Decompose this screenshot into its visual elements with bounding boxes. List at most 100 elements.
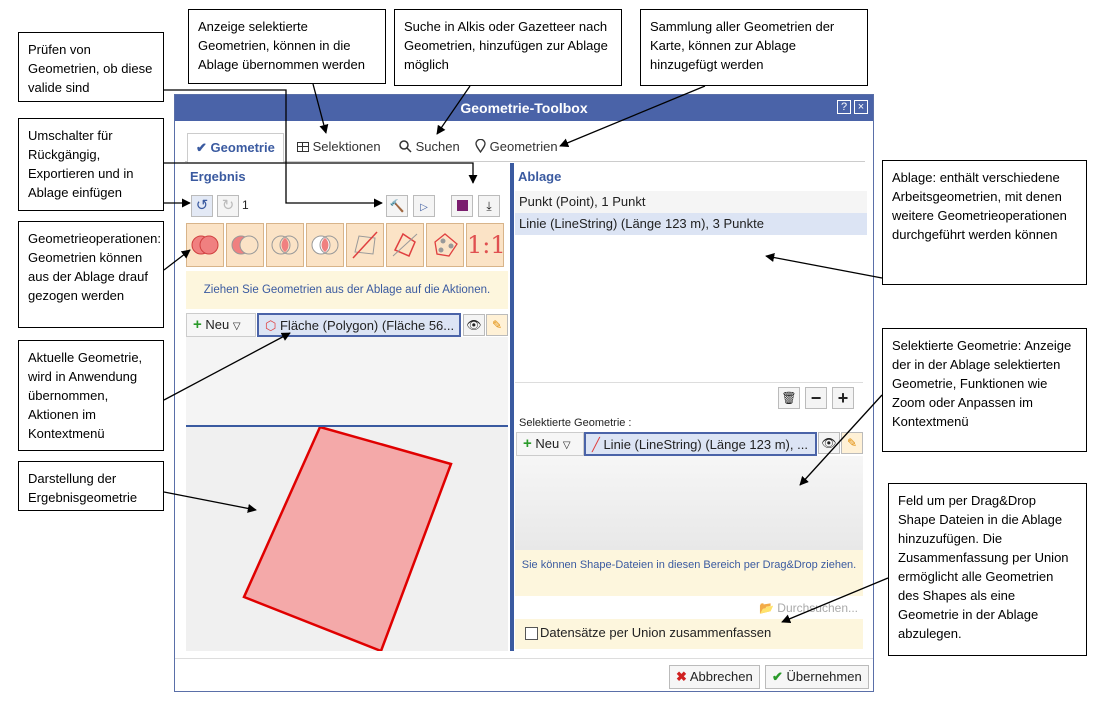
- check-icon: ✔: [196, 140, 207, 155]
- close-icon[interactable]: ×: [854, 100, 868, 114]
- shape-drop-zone[interactable]: Sie können Shape-Dateien in diesen Berei…: [515, 550, 863, 596]
- folder-icon: 📂: [759, 601, 774, 615]
- op-split-button[interactable]: [346, 223, 384, 267]
- annotation-darstellung: Darstellung der Ergebnisgeometrie: [18, 461, 164, 511]
- annotation-ablage: Ablage: enthält verschiedene Arbeitsgeom…: [882, 160, 1087, 285]
- hull-icon: [434, 233, 458, 257]
- remove-button[interactable]: −: [805, 387, 827, 409]
- ablage-item-selected[interactable]: Linie (LineString) (Länge 123 m), 3 Punk…: [515, 213, 867, 235]
- annotation-pruefen: Prüfen von Geometrien, ob diese valide s…: [18, 32, 164, 102]
- floppy-icon: [456, 200, 468, 211]
- selected-geometry-label: Selektierte Geometrie :: [519, 417, 632, 429]
- arrow-aktuelle: [163, 332, 291, 401]
- eye-icon: 👁: [821, 436, 837, 450]
- validate-button[interactable]: 🔨: [386, 195, 408, 217]
- selected-geometry-area: [515, 456, 863, 550]
- plus-icon: +: [523, 435, 532, 452]
- result-polygon-svg: [242, 427, 453, 651]
- union-checkbox[interactable]: [525, 627, 538, 640]
- map-marker-icon: [475, 138, 486, 154]
- cancel-button[interactable]: ✖ Abbrechen: [669, 665, 760, 689]
- map-divider: [186, 425, 508, 427]
- download-icon: ⤓: [486, 199, 492, 213]
- add-button[interactable]: +: [832, 387, 854, 409]
- table-icon: [297, 142, 309, 152]
- arrow-pruefen: [164, 89, 383, 208]
- hammer-icon: 🔨: [389, 199, 405, 213]
- union-label: Datensätze per Union zusammenfassen: [540, 625, 772, 640]
- arrow-ablage: [765, 253, 883, 279]
- tab-selektionen[interactable]: Selektionen: [297, 135, 381, 159]
- arrow-umschalter: [164, 162, 478, 184]
- search-icon: [399, 140, 412, 153]
- op-intersection-button[interactable]: [266, 223, 304, 267]
- undo-button[interactable]: ↺: [191, 195, 213, 217]
- tab-geometrien[interactable]: Geometrien: [475, 135, 558, 159]
- geometrie-toolbox-dialog: Geometrie-Toolbox ? × ✔ Geometrie Selekt…: [174, 94, 874, 692]
- current-geometry[interactable]: ⬡ Fläche (Polygon) (Fläche 56...: [257, 313, 461, 337]
- op-hull-button[interactable]: [426, 223, 464, 267]
- dialog-titlebar[interactable]: Geometrie-Toolbox: [175, 95, 873, 121]
- symmetric-difference-icon: [311, 235, 339, 255]
- dialog-title: Geometrie-Toolbox: [460, 100, 588, 116]
- apply-button[interactable]: ✔ Übernehmen: [765, 665, 869, 689]
- annotation-feld: Feld um per Drag&Drop Shape Dateien in d…: [888, 483, 1087, 656]
- annotation-geomop: Geometrieoperationen: Geometrien können …: [18, 221, 164, 328]
- difference-icon: [231, 235, 259, 255]
- export-button[interactable]: ⤓: [478, 195, 500, 217]
- footer-divider: [175, 658, 873, 659]
- new-button[interactable]: + Neu ▽: [186, 313, 256, 337]
- delete-button[interactable]: 🗑: [778, 387, 800, 409]
- visibility-button[interactable]: 👁: [463, 314, 485, 336]
- current-geometry-area: [186, 337, 508, 425]
- play-button[interactable]: ▷: [413, 195, 435, 217]
- op-union-button[interactable]: [186, 223, 224, 267]
- arrow-darstellung: [163, 491, 257, 513]
- annotation-aktuelle: Aktuelle Geometrie, wird in Anwendung üb…: [18, 340, 164, 451]
- op-copy-button[interactable]: 1:1: [466, 223, 506, 267]
- line-icon: ╱: [592, 437, 600, 452]
- arrow-anzeige: [312, 83, 329, 134]
- help-icon[interactable]: ?: [837, 100, 851, 114]
- annotation-sammlung: Sammlung aller Geometrien der Karte, kön…: [640, 9, 868, 86]
- save-button[interactable]: [451, 195, 473, 217]
- browse-button[interactable]: 📂 Durchsuchen...: [759, 601, 859, 615]
- new-button-right[interactable]: + Neu ▽: [516, 432, 584, 456]
- caret-down-icon: ▽: [562, 440, 571, 451]
- edit-button[interactable]: ✎: [486, 314, 508, 336]
- undo-count: 1: [242, 198, 249, 212]
- op-symdiff-button[interactable]: [306, 223, 344, 267]
- buffer-icon: [392, 232, 418, 257]
- arrow-sammlung: [559, 85, 706, 148]
- intersection-icon: [271, 235, 299, 255]
- drop-hint: Ziehen Sie Geometrien aus der Ablage auf…: [186, 271, 508, 309]
- plus-icon: +: [837, 388, 849, 408]
- annotation-umschalter: Umschalter für Rückgängig, Exportieren u…: [18, 118, 164, 211]
- redo-button[interactable]: ↻: [217, 195, 239, 217]
- tab-suchen[interactable]: Suchen: [399, 135, 460, 159]
- x-icon: ✖: [676, 669, 687, 684]
- check-icon: ✔: [772, 669, 783, 684]
- pencil-icon: ✎: [491, 318, 503, 332]
- union-row: Datensätze per Union zusammenfassen: [515, 619, 863, 649]
- play-icon: ▷: [420, 202, 428, 213]
- tab-divider: [185, 161, 865, 162]
- ablage-item[interactable]: Punkt (Point), 1 Punkt: [515, 191, 867, 213]
- op-buffer-button[interactable]: [386, 223, 424, 267]
- edit-button-right[interactable]: ✎: [841, 432, 863, 454]
- redo-icon: ↻: [221, 197, 235, 214]
- annotation-selektierte: Selektierte Geometrie: Anzeige der in de…: [882, 328, 1087, 452]
- op-difference-button[interactable]: [226, 223, 264, 267]
- arrow-geomop: [163, 249, 191, 271]
- result-map[interactable]: [186, 427, 508, 651]
- selected-geometry[interactable]: ╱ Linie (LineString) (Länge 123 m), ...: [584, 432, 817, 456]
- eye-icon: 👁: [466, 318, 482, 332]
- panel-splitter[interactable]: [510, 163, 514, 651]
- annotation-anzeige: Anzeige selektierte Geometrien, können i…: [188, 9, 386, 84]
- pencil-icon: ✎: [846, 436, 858, 450]
- arrow-feld: [781, 577, 889, 624]
- polygon-icon: ⬡: [265, 318, 277, 333]
- arrow-suche: [436, 85, 471, 135]
- union-icon: [191, 235, 219, 255]
